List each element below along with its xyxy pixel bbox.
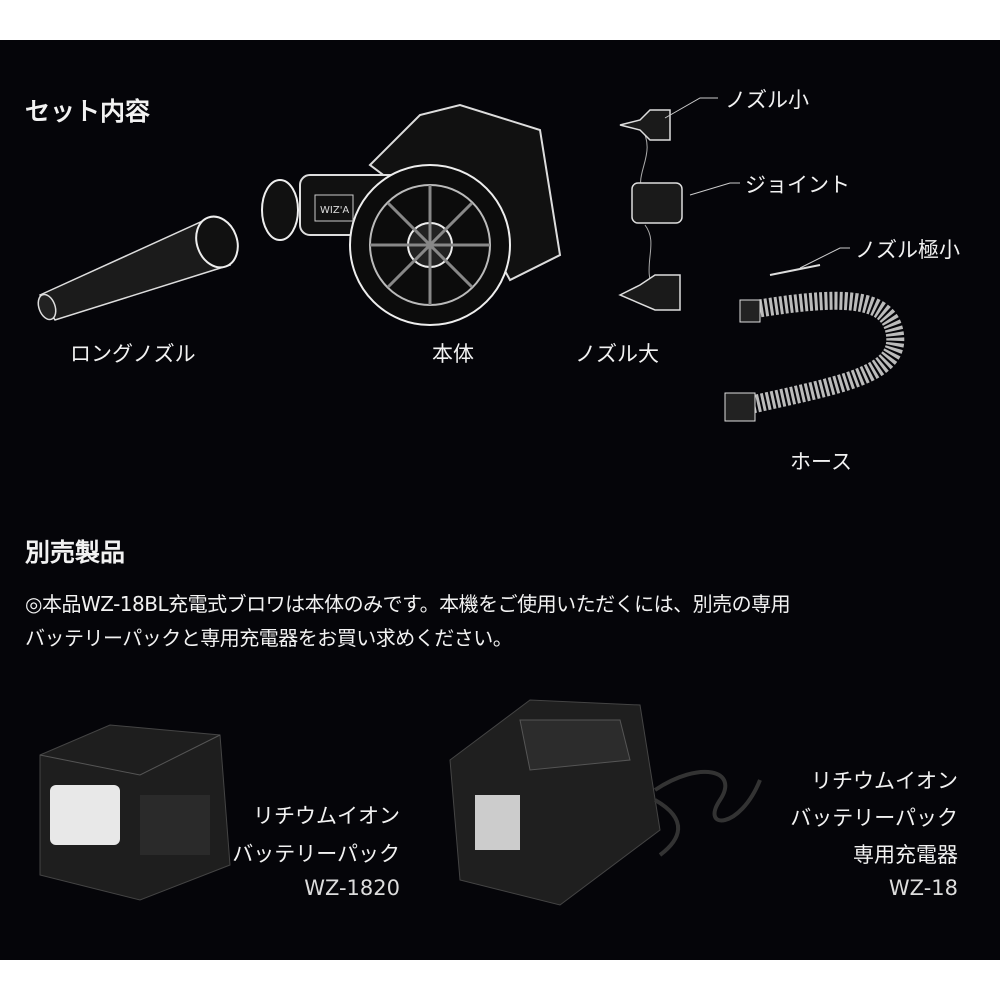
label-nozzle-small: ノズル小 (725, 88, 809, 112)
charger-line-2: バッテリーパック (790, 806, 958, 830)
long-nozzle-illustration (37, 215, 239, 321)
hose-illustration (724, 264, 905, 422)
leader-lines (664, 97, 850, 269)
label-nozzle-large: ノズル大 (575, 342, 659, 366)
battery-model: WZ-1820 (304, 876, 400, 900)
nozzles-illustration (618, 109, 683, 311)
charger-line-3: 専用充電器 (853, 843, 958, 867)
battery-line-1: リチウムイオン (253, 804, 400, 828)
label-hose: ホース (790, 450, 852, 474)
label-long-nozzle: ロングノズル (70, 342, 196, 366)
charger-image (449, 699, 762, 906)
note-line-2: バッテリーパックと専用充電器をお買い求めください。 (25, 626, 513, 650)
label-body: 本体 (432, 342, 474, 366)
charger-model: WZ-18 (888, 876, 958, 900)
label-nozzle-extra-small: ノズル極小 (855, 238, 960, 262)
set-contents-heading: セット内容 (25, 97, 151, 126)
brand-logo: WIZ'A (320, 205, 349, 216)
blower-body-illustration: WIZ'A (261, 103, 562, 326)
battery-line-2: バッテリーパック (232, 842, 400, 866)
note-line-1: ◎本品WZ-18BL充電式ブロワは本体のみです。本機をご使用いただくには、別売の… (25, 592, 791, 616)
battery-pack-image (39, 724, 231, 901)
label-joint: ジョイント (745, 173, 850, 197)
sold-separately-heading: 別売製品 (25, 538, 126, 567)
charger-line-1: リチウムイオン (811, 769, 958, 793)
